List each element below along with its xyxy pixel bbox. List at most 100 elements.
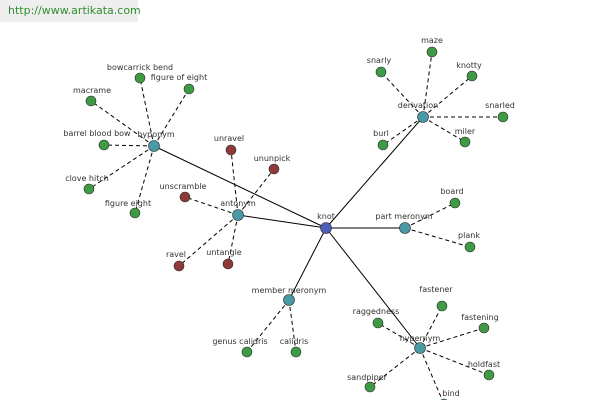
leaf-ravel-node[interactable] <box>173 260 185 272</box>
leaf-holdfast-node[interactable] <box>483 369 495 381</box>
leaf-miler-node[interactable] <box>459 136 471 148</box>
url-bar: http://www.artikata.com <box>0 0 141 22</box>
edge-hypernym-bind <box>419 347 443 400</box>
site-url[interactable]: http://www.artikata.com <box>8 4 141 17</box>
leaf-ununpick-node[interactable] <box>268 163 280 175</box>
relation-member-meronym-node[interactable] <box>283 294 295 306</box>
edge-derivation-snarly <box>380 71 424 118</box>
graph-edges <box>88 51 503 400</box>
leaf-board-node[interactable] <box>449 197 461 209</box>
leaf-calidris-node[interactable] <box>290 346 302 358</box>
leaf-calidris-label[interactable]: calidris <box>280 337 309 346</box>
leaf-unravel-label[interactable]: unravel <box>214 134 244 143</box>
leaf-maze-node[interactable] <box>426 46 438 58</box>
leaf-figure-of-eight-node[interactable] <box>183 83 195 95</box>
relation-antonym-label[interactable]: antonym <box>220 199 256 208</box>
leaf-snarled-label[interactable]: snarled <box>485 101 515 110</box>
edge-antonym-ununpick <box>237 168 275 216</box>
leaf-plank-label[interactable]: plank <box>458 231 480 240</box>
center-knot-node[interactable] <box>320 222 332 234</box>
leaf-raggedness-label[interactable]: raggedness <box>353 307 400 316</box>
leaf-fastener-node[interactable] <box>436 300 448 312</box>
edge-part-meronym-board <box>404 202 456 229</box>
relation-hypernym-label[interactable]: hypernym <box>400 334 441 343</box>
edge-antonym-untangle <box>227 214 239 265</box>
relation-hyponym-label[interactable]: hyponym <box>137 130 175 139</box>
leaf-ravel-label[interactable]: ravel <box>166 250 186 259</box>
edge-hypernym-raggedness <box>377 322 421 349</box>
edge-knot-member-meronym <box>288 227 327 301</box>
leaf-knotty-label[interactable]: knotty <box>456 61 482 70</box>
relation-member-meronym-label[interactable]: member meronym <box>252 286 327 295</box>
leaf-knotty-node[interactable] <box>466 70 478 82</box>
leaf-figure-eight-label[interactable]: figure eight <box>105 199 151 208</box>
edge-derivation-maze <box>422 51 433 118</box>
relation-part-meronym-label[interactable]: part meronym <box>375 212 432 221</box>
leaf-snarled-node[interactable] <box>497 111 509 123</box>
edge-antonym-unscramble <box>184 196 239 216</box>
relation-derivation-label[interactable]: derivation <box>398 101 438 110</box>
relation-antonym-node[interactable] <box>232 209 244 221</box>
leaf-unscramble-node[interactable] <box>179 191 191 203</box>
leaf-sandpiper-label[interactable]: sandpiper <box>347 373 388 382</box>
edge-hyponym-macrame <box>90 100 155 147</box>
leaf-bowcarrick-bend-label[interactable]: bowcarrick bend <box>107 63 173 72</box>
leaf-burl-label[interactable]: burl <box>373 129 389 138</box>
leaf-genus-calidris-node[interactable] <box>241 346 253 358</box>
leaf-holdfast-label[interactable]: holdfast <box>468 360 500 369</box>
leaf-macrame-label[interactable]: macrame <box>73 86 111 95</box>
leaf-miler-label[interactable]: miler <box>455 127 476 136</box>
leaf-plank-node[interactable] <box>464 241 476 253</box>
leaf-sandpiper-node[interactable] <box>364 381 376 393</box>
leaf-bind-label[interactable]: bind <box>442 389 459 398</box>
edge-derivation-miler <box>422 116 466 143</box>
edge-member-meronym-calidris <box>288 299 297 353</box>
edge-derivation-knotty <box>422 75 473 118</box>
leaf-figure-eight-node[interactable] <box>129 207 141 219</box>
edge-hyponym-figure-eight <box>134 145 155 214</box>
leaf-bowcarrick-bend-node[interactable] <box>134 72 146 84</box>
leaf-genus-calidris-label[interactable]: genus calidris <box>212 337 267 346</box>
relation-derivation-node[interactable] <box>417 111 429 123</box>
edge-hypernym-sandpiper <box>369 347 421 388</box>
edge-hypernym-fastener <box>419 305 443 349</box>
leaf-unscramble-label[interactable]: unscramble <box>160 182 207 191</box>
leaf-raggedness-node[interactable] <box>372 317 384 329</box>
leaf-snarly-node[interactable] <box>375 66 387 78</box>
leaf-clove-hitch-node[interactable] <box>83 183 95 195</box>
edge-knot-hypernym <box>325 227 421 349</box>
leaf-barrel-blood-bow-label[interactable]: barrel blood bow <box>63 129 131 138</box>
edge-part-meronym-plank <box>404 227 471 248</box>
relation-hypernym-node[interactable] <box>414 342 426 354</box>
relation-hyponym-node[interactable] <box>148 140 160 152</box>
leaf-snarly-label[interactable]: snarly <box>367 56 392 65</box>
leaf-board-label[interactable]: board <box>440 187 463 196</box>
leaf-barrel-blood-bow-node[interactable] <box>98 139 110 151</box>
edge-hyponym-clove-hitch <box>88 145 155 190</box>
leaf-fastener-label[interactable]: fastener <box>419 285 453 294</box>
leaf-macrame-node[interactable] <box>85 95 97 107</box>
leaf-fastening-node[interactable] <box>478 322 490 334</box>
edge-hypernym-holdfast <box>419 347 490 376</box>
leaf-untangle-label[interactable]: untangle <box>206 248 242 257</box>
leaf-fastening-label[interactable]: fastening <box>461 313 498 322</box>
edge-derivation-burl <box>382 116 424 146</box>
edge-antonym-ravel <box>178 214 239 267</box>
leaf-burl-node[interactable] <box>377 139 389 151</box>
leaf-untangle-node[interactable] <box>222 258 234 270</box>
edge-knot-derivation <box>325 116 424 229</box>
edge-hyponym-barrel-blood-bow <box>103 144 155 147</box>
leaf-clove-hitch-label[interactable]: clove hitch <box>65 174 109 183</box>
leaf-maze-label[interactable]: maze <box>421 36 443 45</box>
edge-hyponym-bowcarrick-bend <box>139 77 155 147</box>
edge-knot-antonym <box>237 214 327 229</box>
relation-part-meronym-node[interactable] <box>399 222 411 234</box>
center-knot-label[interactable]: knot <box>317 212 335 221</box>
leaf-ununpick-label[interactable]: ununpick <box>254 154 291 163</box>
leaf-figure-of-eight-label[interactable]: figure of eight <box>151 73 207 82</box>
edge-antonym-unravel <box>230 149 239 216</box>
leaf-unravel-node[interactable] <box>225 144 237 156</box>
edge-knot-hyponym <box>153 145 327 229</box>
